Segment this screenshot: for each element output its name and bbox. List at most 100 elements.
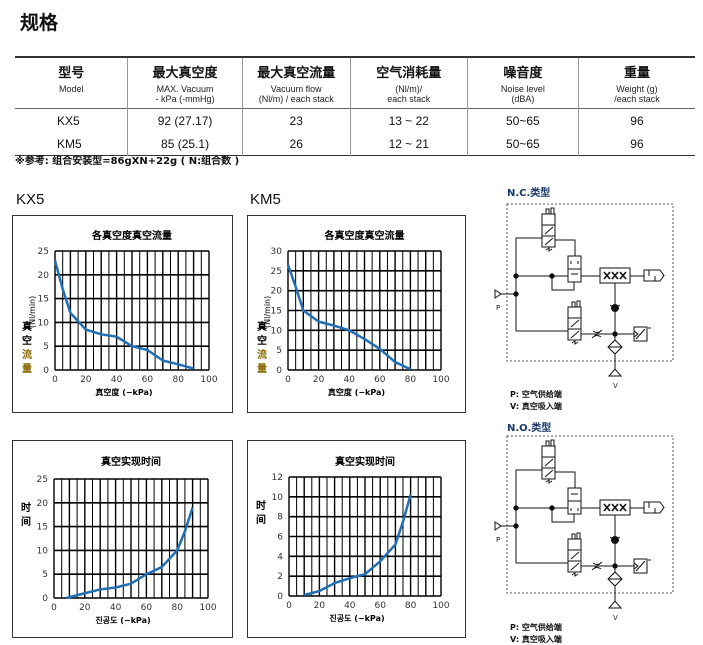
data-series-line (286, 264, 411, 371)
table-cell: 12 ~ 21 (349, 132, 468, 156)
x-tick-label: 40 (110, 603, 122, 613)
y-tick-label: 2 (277, 572, 283, 582)
port-p-label: P (496, 536, 500, 544)
table-cell: KM5 (57, 136, 82, 151)
silencer-icon (643, 269, 665, 282)
column-header-cn: 最大真空度 (152, 65, 218, 80)
nc-diagram-title: N.C.类型 (507, 188, 551, 199)
circuit-group: PV (494, 435, 674, 622)
y-tick-label: 0 (43, 366, 49, 376)
nc-legend-p: P: 空气供给端 (510, 390, 562, 399)
nozzle-icon (603, 503, 611, 512)
x-tick-label: 60 (374, 375, 386, 385)
x-tick-label: 100 (199, 603, 216, 613)
column-header-cn: 噪音度 (503, 65, 543, 80)
y-tick-label: 8 (277, 513, 283, 523)
y-tick-label: 20 (38, 271, 50, 281)
nc-circuit-diagram: PV (494, 203, 674, 390)
chart-title: 真空实现时间 (335, 455, 395, 468)
column-header-en: Model (58, 84, 84, 94)
x-tick-label: 100 (432, 375, 449, 385)
column-header-en: (Nl/m)/ (395, 84, 423, 94)
y-tick-label: 5 (43, 342, 49, 352)
y-tick-label: 6 (277, 533, 283, 543)
x-tick-label: 80 (172, 375, 184, 385)
junction-dot (612, 331, 618, 337)
y-tick-label: 25 (271, 267, 282, 277)
x-tick-label: 60 (142, 375, 154, 385)
no-circuit-diagram: PV (494, 435, 674, 622)
column-header-en: Vacuum flow (270, 84, 322, 94)
model-label-km5: KM5 (250, 191, 281, 208)
table-cell: 92 (27.17) (127, 108, 243, 132)
y-axis-label: 时间 (21, 501, 31, 528)
x-axis-label: 진공도 (−kPa) (95, 615, 150, 625)
data-series-line (66, 507, 194, 600)
junction-dot (549, 505, 555, 511)
port-v-label: V (613, 382, 618, 390)
valve-arrow (544, 469, 554, 478)
y-tick-label: 15 (271, 307, 282, 317)
x-tick-label: 0 (286, 601, 292, 611)
pipe-line (551, 276, 575, 291)
column-header-en: (dBA) (511, 94, 535, 104)
table-cell: 96 (577, 132, 695, 156)
nozzle-icon (619, 271, 627, 280)
module-boundary (506, 203, 674, 362)
valve-arrow (570, 551, 580, 560)
solenoid-coil-icon (571, 532, 581, 539)
page-title: 规格 (20, 12, 59, 34)
y-tick-label: 15 (38, 295, 49, 305)
chart-title: 真空实现时间 (101, 455, 161, 468)
y-tick-label: 25 (38, 247, 49, 257)
y-tick-label: 10 (271, 326, 283, 336)
no-legend-v: V: 真空吸入端 (510, 635, 562, 644)
supply-port-p-icon (494, 289, 502, 299)
x-axis-label: 真空度 (−kPa) (95, 387, 152, 397)
nozzle-icon (611, 271, 619, 280)
table-cell: 50~65 (466, 108, 579, 132)
spring-icon (545, 479, 553, 484)
y-tick-label: 10 (272, 493, 284, 503)
spring-icon (545, 247, 553, 252)
y-tick-label: 10 (37, 546, 49, 556)
x-tick-label: 40 (111, 375, 123, 385)
x-tick-label: 20 (314, 601, 326, 611)
x-tick-label: 100 (432, 601, 449, 611)
nozzle-icon (611, 503, 619, 512)
y-axis-label: 时间 (256, 499, 266, 526)
throttle-valve-icon (591, 329, 603, 339)
table-note: ※参考: 组合安装型=86gXN+22g ( N:组合数 ) (15, 156, 240, 167)
x-tick-label: 20 (313, 375, 325, 385)
x-tick-label: 60 (141, 603, 153, 613)
y-tick-label: 5 (42, 570, 48, 580)
y-axis-unit: (Nl/min) (28, 296, 37, 328)
module-boundary (506, 435, 674, 594)
y-tick-label: 15 (37, 523, 48, 533)
column-header-en: (Nl/m) / each stack (258, 94, 334, 104)
y-axis-label: 真空流量 (22, 320, 32, 375)
y-tick-label: 5 (276, 346, 282, 356)
pipe-line (555, 239, 576, 256)
no-diagram-title: N.O.类型 (507, 423, 552, 434)
x-tick-label: 100 (200, 375, 217, 385)
column-header: 空气消耗量(Nl/m)/each stack (349, 57, 468, 109)
x-tick-label: 20 (79, 603, 91, 613)
vacuum-switch-mark (633, 327, 651, 340)
nozzle-icon (619, 503, 627, 512)
x-tick-label: 40 (344, 601, 356, 611)
throttle-valve-icon (591, 561, 603, 571)
column-header-cn: 空气消耗量 (376, 65, 442, 80)
table-cell: 85 (25.1) (127, 132, 243, 156)
valve-arrow (570, 319, 580, 328)
column-header-en: Weight (g) (616, 84, 658, 94)
valve-arrow (570, 330, 580, 339)
